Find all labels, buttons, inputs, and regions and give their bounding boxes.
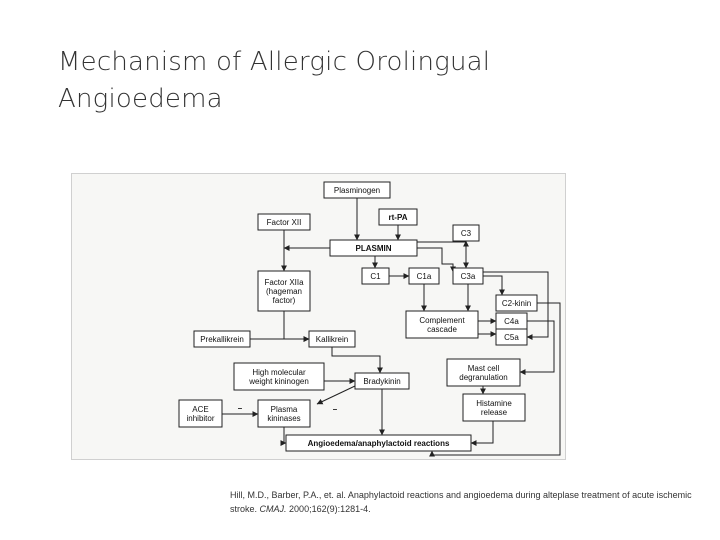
node-complement-label: Complement <box>419 316 465 325</box>
node-histamine-label: Histamine <box>476 399 512 408</box>
node-prekallikrein-label: Prekallikrein <box>200 335 244 344</box>
node-bradykinin-label: Bradykinin <box>363 377 400 386</box>
node-c4a-label: C4a <box>504 317 519 326</box>
citation: Hill, M.D., Barber, P.A., et. al. Anaphy… <box>230 488 716 516</box>
node-rtpa-label: rt-PA <box>389 213 408 222</box>
node-mast-cell-box <box>446 358 521 387</box>
citation-authors-title: Hill, M.D., Barber, P.A., et. al. Anaphy… <box>230 490 692 514</box>
node-angioedema-label: Angioedema/anaphylactoid reactions <box>308 439 450 448</box>
node-ace-box <box>178 399 223 428</box>
node-c4a: C4a <box>495 312 528 330</box>
node-c2kinin-label: C2-kinin <box>502 299 531 308</box>
inhibition-sign: – <box>238 404 243 413</box>
node-c1-box <box>361 267 390 285</box>
slide-title-line-1: Mechanism of Allergic Orolingual <box>58 47 491 77</box>
node-hmwk-label: High molecular <box>252 368 306 377</box>
node-plasma-kininases-box <box>257 399 311 428</box>
node-plasma-kininases-label: Plasma <box>271 405 298 414</box>
node-c1a: C1a <box>408 267 440 285</box>
node-factor-xii-label: Factor XII <box>267 218 302 227</box>
node-rtpa: rt-PA <box>378 208 418 226</box>
node-ace-label: ACE <box>192 405 208 414</box>
node-mast-cell-label: degranulation <box>459 373 507 382</box>
node-angioedema-box <box>285 434 472 452</box>
slide-title-line-2: Angioedema <box>58 84 223 114</box>
connector-factor-xiia-to-kallikrein <box>283 311 310 342</box>
connector-kallikrein-to-bradykinin <box>331 347 383 374</box>
node-ace-label: inhibitor <box>186 414 214 423</box>
node-plasminogen: Plasminogen <box>323 181 391 199</box>
node-complement-label: cascade <box>427 325 457 334</box>
node-histamine-label: release <box>481 408 508 417</box>
node-c3-box <box>452 224 480 242</box>
node-c2kinin-box <box>495 294 538 312</box>
connector-bradykinin-to-plasma-kininases <box>316 385 356 405</box>
connector-c3a-to-c5a <box>483 271 549 340</box>
citation-volume-pages: 2000;162(9):1281-4. <box>289 504 371 514</box>
connector-plasma-kininases-to-angioedema <box>280 427 287 446</box>
node-c3: C3 <box>452 224 480 242</box>
node-prekallikrein-box <box>193 330 251 348</box>
node-prekallikrein: Prekallikrein <box>193 330 251 348</box>
node-c5a: C5a <box>495 328 528 346</box>
node-plasmin-label: PLASMIN <box>356 244 392 253</box>
node-rtpa-box <box>378 208 418 226</box>
connector-plasmin-to-c3a <box>417 247 456 273</box>
node-bradykinin: Bradykinin <box>354 372 410 390</box>
node-kallikrein: Kallikrein <box>308 330 356 348</box>
node-c2kinin: C2-kinin <box>495 294 538 312</box>
connector-layer <box>222 198 561 457</box>
node-c3a-label: C3a <box>461 272 476 281</box>
node-complement-box <box>405 310 479 339</box>
node-factor-xiia-box <box>257 270 311 312</box>
node-factor-xiia-label: Factor XIIa <box>264 278 304 287</box>
node-factor-xiia-label: (hageman <box>266 287 302 296</box>
connector-c3a-to-c2kinin <box>483 275 505 296</box>
connector-c2kinin-to-angioedema <box>429 302 561 457</box>
node-mast-cell-label: Mast cell <box>468 364 500 373</box>
node-plasmin-box <box>329 239 418 257</box>
node-c3a-box <box>452 267 484 285</box>
node-c1: C1 <box>361 267 390 285</box>
node-hmwk-box <box>233 362 325 391</box>
node-factor-xiia-label: factor) <box>273 296 296 305</box>
node-c3a: C3a <box>452 267 484 285</box>
connector-c4a-to-mast-cell <box>519 320 555 375</box>
node-kallikrein-box <box>308 330 356 348</box>
node-plasmin: PLASMIN <box>329 239 418 257</box>
inhibition-sign: – <box>333 405 338 414</box>
slide-title: Mechanism of Allergic Orolingual Angioed… <box>58 44 578 118</box>
node-c3-label: C3 <box>461 229 472 238</box>
node-plasminogen-box <box>323 181 391 199</box>
connector-histamine-to-angioedema <box>470 421 494 446</box>
node-histamine-box <box>462 393 526 422</box>
node-plasminogen-label: Plasminogen <box>334 186 380 195</box>
node-c1a-box <box>408 267 440 285</box>
citation-journal: CMAJ. <box>259 504 287 514</box>
inhibition-sign-layer: –– <box>238 404 338 414</box>
node-kallikrein-label: Kallikrein <box>316 335 348 344</box>
node-plasma-kininases-label: kininases <box>267 414 300 423</box>
node-c1-label: C1 <box>370 272 381 281</box>
node-angioedema: Angioedema/anaphylactoid reactions <box>285 434 472 452</box>
node-bradykinin-box <box>354 372 410 390</box>
node-factor-xii-box <box>257 213 311 231</box>
node-c1a-label: C1a <box>417 272 432 281</box>
node-c5a-label: C5a <box>504 333 519 342</box>
node-factor-xii: Factor XII <box>257 213 311 231</box>
node-c5a-box <box>495 328 528 346</box>
node-hmwk-label: weight kininogen <box>248 377 309 386</box>
